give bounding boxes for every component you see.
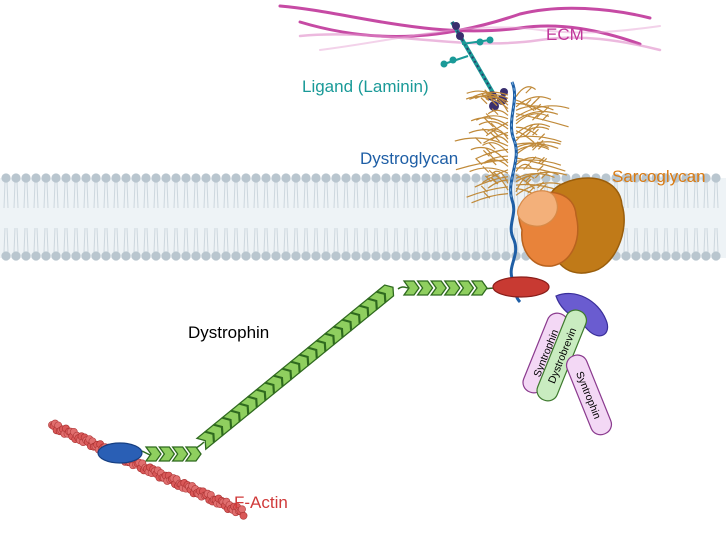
ecm-strands (278, 4, 662, 52)
sarcoglycan-complex (517, 177, 625, 274)
syntrophin-complex: Syntrophin Dystrobrevin Syntrophin (522, 292, 613, 436)
sarcoglycan-label: Sarcoglycan (612, 167, 706, 186)
glycan-chains (454, 86, 570, 204)
actin-binding-oval (97, 442, 143, 464)
f-actin-label: F-Actin (234, 493, 288, 512)
ecm-label: ECM (546, 25, 584, 44)
dystrophin-label: Dystrophin (188, 323, 270, 342)
dystrophin-chain (141, 280, 495, 462)
dystroglycan-label: Dystroglycan (360, 149, 459, 168)
dystroglycan-binding-oval (492, 276, 550, 298)
ligand-label: Ligand (Laminin) (302, 77, 429, 96)
